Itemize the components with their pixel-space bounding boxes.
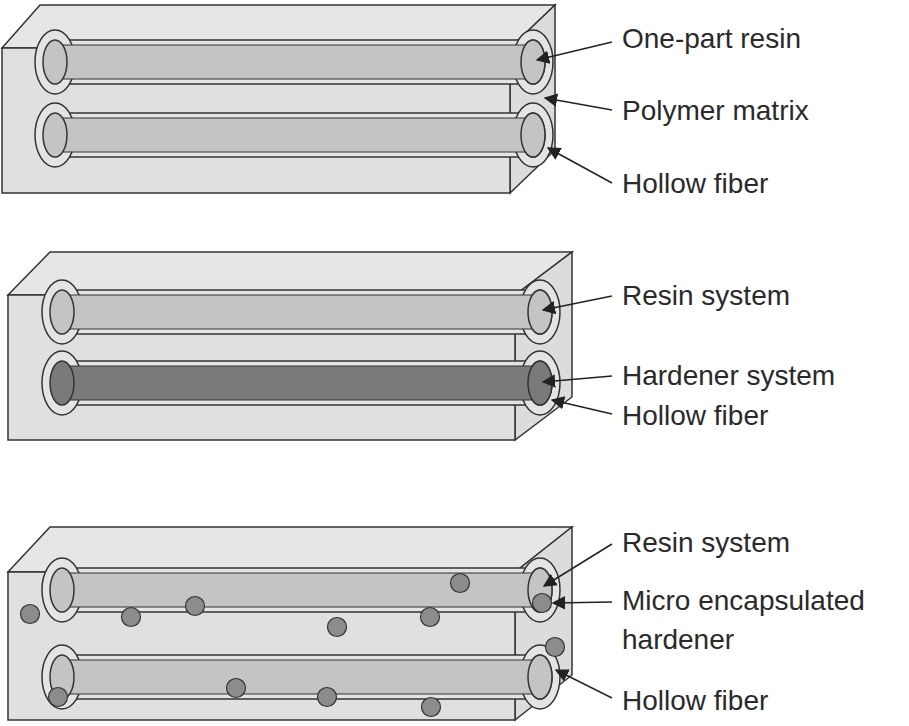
callout-label: Micro encapsulated hardener <box>622 581 906 659</box>
composite-block <box>2 5 555 193</box>
callout-label: Hardener system <box>622 356 902 395</box>
leader-lines <box>537 42 612 698</box>
callout-label: Hollow fiber <box>622 681 902 720</box>
composite-block <box>8 527 572 720</box>
callout-label: Resin system <box>622 523 902 562</box>
callout-label: Polymer matrix <box>622 91 902 130</box>
callout-label: Resin system <box>622 276 902 315</box>
callout-label: Hollow fiber <box>622 164 902 203</box>
composite-block <box>8 252 572 440</box>
microcapsules <box>21 574 565 717</box>
callout-label: One-part resin <box>622 19 902 58</box>
callout-label: Hollow fiber <box>622 396 902 435</box>
